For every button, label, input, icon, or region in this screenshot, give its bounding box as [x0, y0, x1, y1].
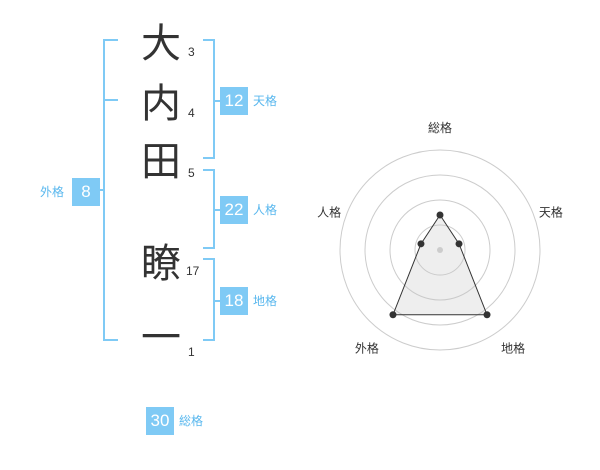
tenkaku-value: 12 — [220, 87, 248, 115]
radar-axis-label-2: 天格 — [539, 204, 563, 219]
radar-axis-label-1: 総格 — [428, 120, 452, 135]
name-char-2: 内 — [141, 81, 181, 127]
radar-ring-3 — [364, 174, 516, 326]
radar-point-5 — [417, 240, 425, 248]
stroke-count-1: 3 — [188, 45, 195, 59]
name-char-1: 大 — [141, 21, 181, 67]
tenkaku-bracket — [203, 39, 215, 159]
gaikaku-label: 外格 — [40, 185, 65, 199]
radar-ring-1 — [414, 224, 466, 276]
radar-axis-label-5: 人格 — [317, 204, 341, 219]
radar-point-3 — [483, 311, 491, 319]
name-char-5: 一 — [141, 315, 181, 361]
radar-ring-2 — [389, 199, 491, 301]
radar-axis-label-4: 外格 — [355, 341, 379, 356]
radar-point-4 — [389, 311, 397, 319]
stroke-count-4: 17 — [186, 264, 200, 278]
name-char-3: 田 — [141, 139, 181, 185]
radar-ring-4 — [339, 149, 541, 351]
chikaku-label: 地格 — [253, 294, 278, 308]
stroke-count-2: 4 — [188, 106, 195, 120]
radar-point-2 — [455, 240, 463, 248]
soukaku-label: 総格 — [179, 414, 204, 428]
radar-axis-label-3: 地格 — [501, 341, 525, 356]
radar-point-1 — [436, 211, 444, 219]
jinkaku-value: 22 — [220, 196, 248, 224]
chikaku-value: 18 — [220, 287, 248, 315]
tenkaku-label: 天格 — [253, 94, 278, 108]
radar-center — [437, 247, 443, 253]
stroke-count-5: 1 — [188, 345, 195, 359]
stroke-count-3: 5 — [188, 166, 195, 180]
name-char-4: 瞭 — [141, 241, 181, 287]
radar-series-polygon — [392, 214, 488, 316]
jinkaku-label: 人格 — [253, 203, 278, 217]
soukaku-value: 30 — [146, 407, 174, 435]
chikaku-bracket — [203, 258, 215, 341]
gaikaku-value: 8 — [72, 178, 100, 206]
